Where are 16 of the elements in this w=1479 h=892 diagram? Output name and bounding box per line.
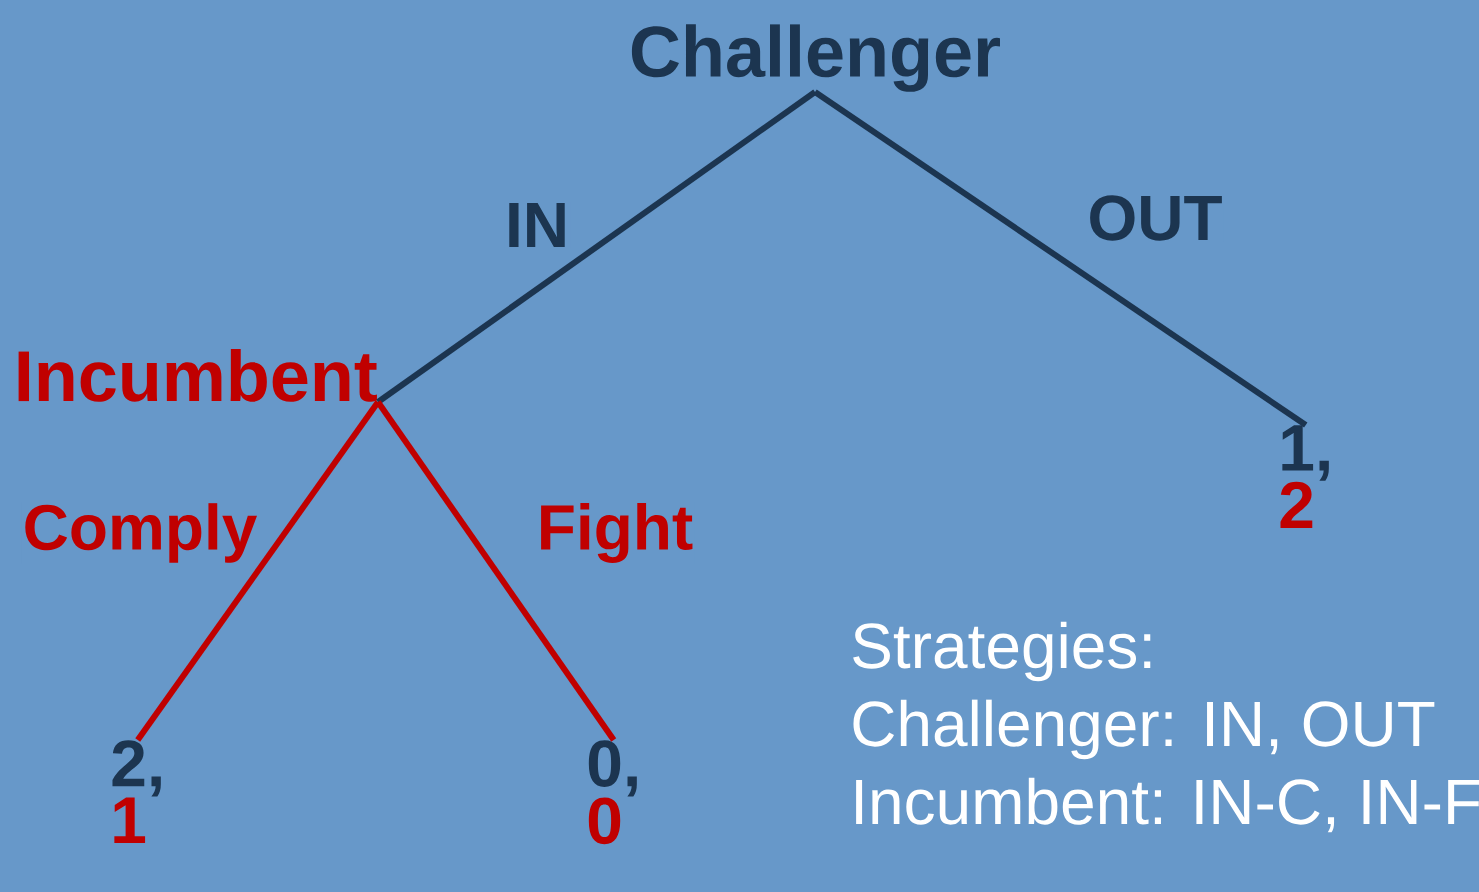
edge-label: Comply [21,502,259,564]
payoff-label: 1, 2 [1280,425,1329,528]
edge-label: IN [504,202,570,248]
strategy-text: Incumbent: IN-C, IN-F [856,777,1479,833]
strategy-text: Strategies: [853,621,1151,682]
payoff-label: 0, 0 [588,740,637,845]
branch-line [135,400,381,742]
player-label: Challenger [631,24,1000,92]
payoff-label: 2, 1 [112,740,161,843]
branch-line [375,400,617,742]
player-label: Incumbent [18,348,377,402]
strategy-text: Challenger: IN, OUT [853,699,1435,760]
branch-line [376,89,817,405]
branch-line [813,89,1308,428]
edge-label: Fight [535,502,695,564]
edge-label: OUT [1086,194,1224,242]
